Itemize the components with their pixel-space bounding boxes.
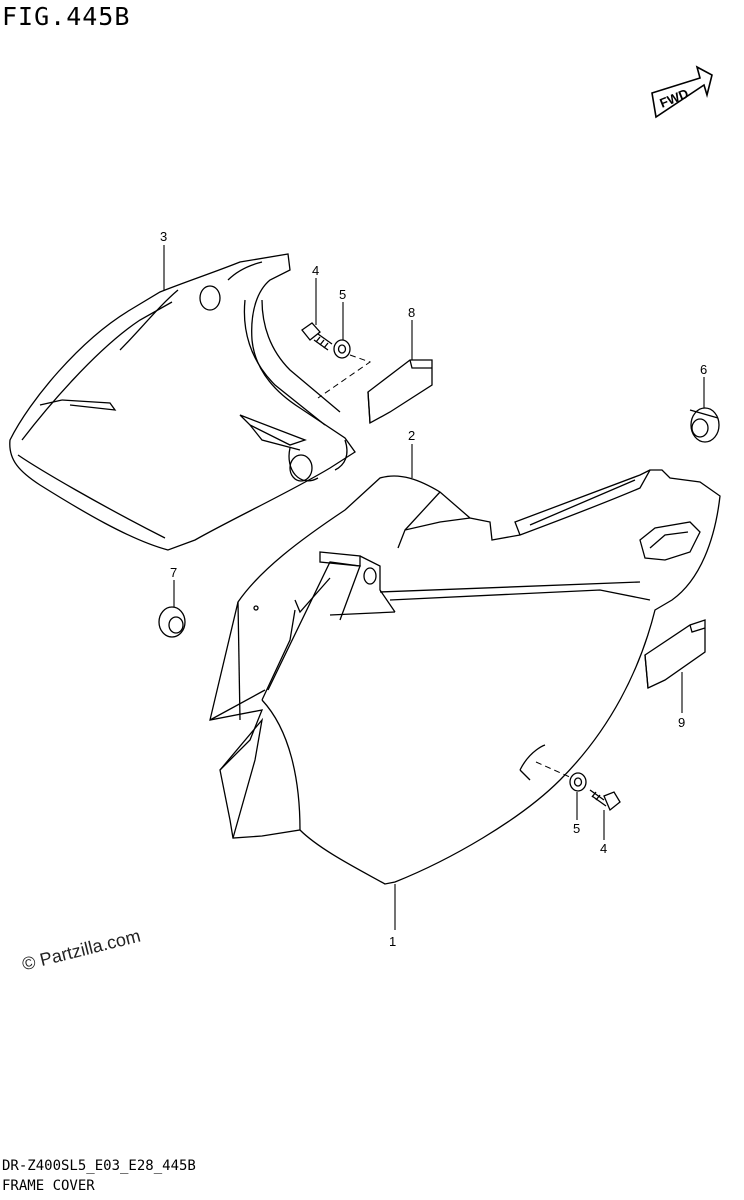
callout-1: 1: [389, 934, 396, 949]
diagram-code: DR-Z400SL5_E03_E28_445B: [2, 1158, 196, 1174]
leader-lines: [163, 245, 705, 840]
assembly-line-bottom: [535, 761, 573, 779]
part-1-frame-cover: [209, 469, 721, 930]
callout-5-bottom: 5: [573, 821, 580, 836]
callout-6: 6: [700, 362, 707, 377]
callout-labels: 1 2 3 4 5 6 7 8 9 5 4: [160, 229, 707, 949]
callout-3: 3: [160, 229, 167, 244]
part-7-grommet: [158, 606, 186, 638]
callout-5-top: 5: [339, 287, 346, 302]
assembly-line-top: [317, 354, 372, 399]
callout-8: 8: [408, 305, 415, 320]
callout-9: 9: [678, 715, 685, 730]
part-8-pad: [367, 359, 433, 425]
callout-4-top: 4: [312, 263, 319, 278]
callout-2: 2: [408, 428, 415, 443]
part-4-bolt-bottom: [589, 789, 621, 812]
figure-title: FIG.445B: [2, 2, 131, 31]
part-4-bolt-top: [301, 322, 333, 351]
callout-7: 7: [170, 565, 177, 580]
diagram-name: FRAME COVER: [2, 1178, 95, 1194]
part-5-washer-top: [333, 339, 351, 359]
part-9-pad: [644, 619, 706, 689]
part-5-washer-bottom: [569, 772, 587, 792]
part-3-side-cover: [9, 253, 356, 551]
part-6-grommet: [689, 407, 720, 443]
callout-4-bottom: 4: [600, 841, 607, 856]
forward-direction-arrow: FWD: [651, 65, 713, 119]
